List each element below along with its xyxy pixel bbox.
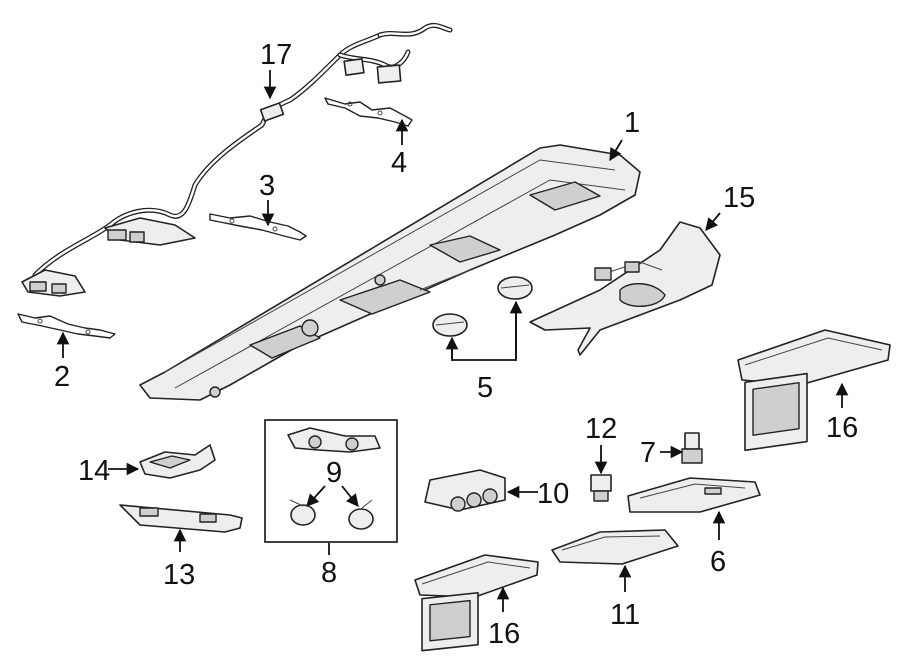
bracket-strip-part-3 <box>209 213 307 241</box>
bracket-strip-part-4 <box>324 97 413 127</box>
callout-17: 17 <box>260 39 292 71</box>
callout-10: 10 <box>537 478 569 510</box>
callout-3: 3 <box>259 170 275 202</box>
callout-11: 11 <box>610 599 640 631</box>
callout-16-lower: 16 <box>488 618 520 650</box>
callout-labels: 17 4 3 2 1 15 5 16 14 13 9 8 10 12 7 6 1… <box>54 39 858 650</box>
callout-7: 7 <box>640 437 656 469</box>
callout-2: 2 <box>54 361 70 393</box>
callout-5: 5 <box>477 372 493 404</box>
round-cover-parts-5 <box>432 276 533 337</box>
callout-9: 9 <box>326 457 342 489</box>
lamp-kit-part-8 <box>264 419 398 543</box>
callout-16-upper: 16 <box>826 412 858 444</box>
callout-14: 14 <box>78 455 110 487</box>
wiring-harness-part <box>21 22 453 297</box>
headliner-panel-part-1 <box>139 144 641 401</box>
callout-12: 12 <box>585 413 617 445</box>
overhead-console-part-11 <box>551 529 679 565</box>
bracket-strip-part-2 <box>17 313 116 339</box>
console-trim-part-15 <box>529 221 721 356</box>
switch-bank-part-10 <box>424 469 506 512</box>
bulb-socket-part-12 <box>590 474 612 502</box>
lamp-housing-part-14 <box>139 444 216 479</box>
callout-6: 6 <box>710 546 726 578</box>
callout-13: 13 <box>163 559 195 591</box>
callout-15: 15 <box>723 182 755 214</box>
callout-1: 1 <box>624 107 640 139</box>
callout-arrows <box>56 70 849 612</box>
callout-4: 4 <box>391 147 407 179</box>
overhead-screen-part-16-lower <box>414 554 539 652</box>
trim-panel-part-13 <box>119 504 243 533</box>
overhead-screen-part-16-upper <box>737 329 891 452</box>
overhead-console-part-6 <box>627 477 761 513</box>
bulb-part-7 <box>681 432 703 464</box>
callout-8: 8 <box>321 557 337 589</box>
